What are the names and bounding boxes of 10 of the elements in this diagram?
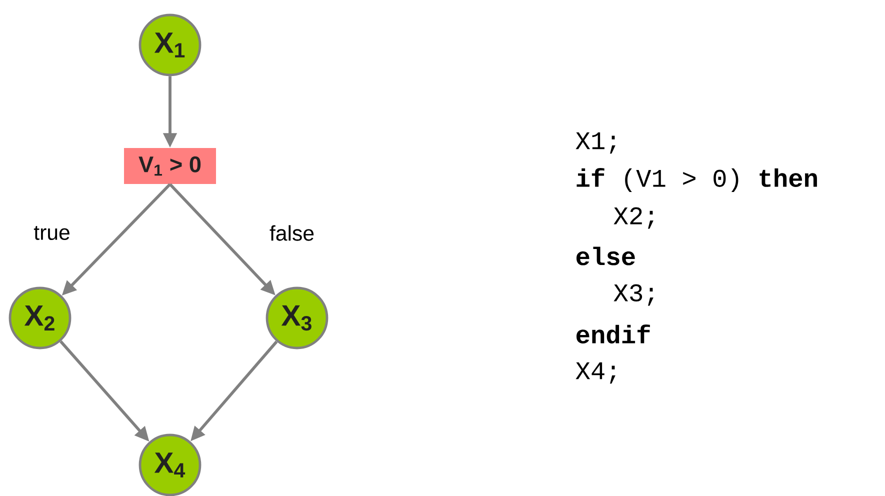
code-line: else xyxy=(576,246,635,266)
code-line: X3; xyxy=(614,284,654,306)
code-line: X2; xyxy=(614,207,654,229)
code-line: X1; xyxy=(576,132,616,154)
condition-box: V$_{1}$ > 0 xyxy=(124,148,216,184)
edge-label: true xyxy=(34,226,70,240)
edge-label: false xyxy=(270,225,314,241)
code-line: endif xyxy=(576,324,650,344)
code-line: if (V1 > 0) then xyxy=(576,168,817,192)
code-line: X4; xyxy=(576,362,616,384)
